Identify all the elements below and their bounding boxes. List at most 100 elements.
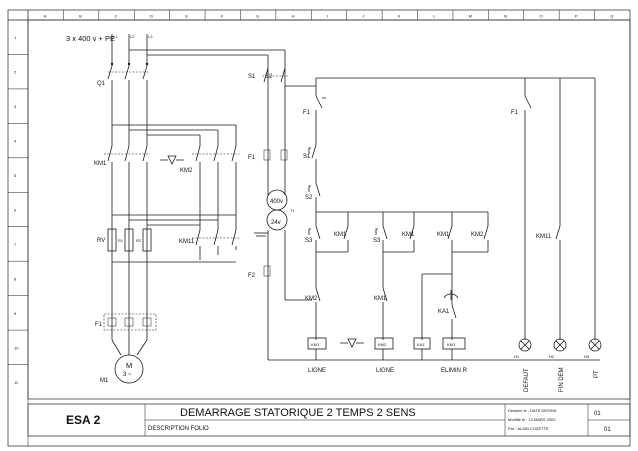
resistor-rv-label: RV [97,238,105,244]
row-labels: 1 2 3 4 5 6 7 8 9 10 11 [8,19,28,385]
transformer-tag: T1 [290,208,295,213]
row-label-1: 1 [14,35,17,40]
column-label-q: Q [610,14,613,19]
column-label-p: P [575,14,578,19]
column-label-g: G [256,14,259,19]
lamp-h1: H1 DEFAUT [514,338,532,392]
description-folio: DESCRIPTION FOLIO [148,426,209,432]
km2-hold-label: KM1 [402,232,415,238]
lamp-h1-label: H1 [514,354,520,359]
row-label-10: 10 [14,345,19,350]
row-label-9: 9 [14,311,17,316]
row-label-6: 6 [14,208,17,213]
resistor-r2-label: R2 [136,238,142,243]
switch-s2-label: S2 [265,74,273,80]
relay-ka1-contact-label: KA1 [438,309,450,315]
coil-km1-label: KM1 [311,342,320,347]
km1-aux-label: KM1 [437,232,450,238]
lamp-h1-function: DEFAUT [524,368,530,392]
control-circuit: F1 S1 S2 S3 KM1 KM2 KM1 LIGNE S3 KM [268,77,600,374]
fuse-f2-label: F2 [248,273,256,279]
fuse-f1-label: F1 [248,155,256,161]
section-ligne-1: LIGNE [308,368,326,374]
phase-label-l3: L3 [148,34,153,39]
button-s3-label: S3 [305,238,313,244]
km1-interlock-label: KM1 [374,296,387,302]
km1-hold-label: KM1 [334,232,347,238]
column-labels: A B C D E F G H I J K L M N O P Q [27,10,613,20]
author: Par : ALAIN COZETTE [508,426,549,431]
lamp-h3-label: H3 [584,354,590,359]
column-label-k: K [398,14,401,19]
km11-power-label: KM11 [179,239,195,245]
column-label-j: J [362,14,364,19]
resistor-r1-label: R1 [118,238,124,243]
row-label-2: 2 [14,70,17,75]
button-s1-label: S1 [303,154,311,160]
modified-date: Modifié le : 13 MARS 2002 [508,417,556,422]
lamp-h2: H2 FIN DEM [549,338,567,392]
resistor-bank: RV R1 R2 [97,228,152,252]
lamp-h3-function: PT [594,370,600,378]
folio-number: 01 [594,411,601,417]
row-label-4: 4 [14,139,17,144]
indicator-lamps: H1 DEFAUT H2 FIN DEM H3 PT [514,338,602,392]
motor-phase: 3 ~ [123,372,132,378]
km11-signal-label: KM11 [536,234,552,240]
transformer-primary-label: 400v [270,199,283,205]
button-s2-label: S2 [305,195,313,201]
row-label-3: 3 [14,104,17,109]
coil-km2-label: KM2 [378,342,387,347]
motor-symbol: M [126,361,132,370]
lamp-h2-function: FIN DEM [559,367,565,392]
section-ligne-2: LIGNE [376,368,394,374]
section-elimin-r: ELIMIN R [441,368,468,374]
drawing-title: DEMARRAGE STATORIQUE 2 TEMPS 2 SENS [180,407,416,419]
km2-aux-label: KM2 [471,232,484,238]
power-circuit: 3 x 400 v + PE L1 L2 L3 Q1 KM1 [66,34,240,384]
button-s3-reverse-label: S3 [373,238,381,244]
motor-m1-label: M1 [100,378,109,384]
km1-power-label: KM1 [94,161,107,167]
breaker-q1: Q1 [97,62,152,87]
column-label-e: E [185,14,188,19]
coil-km11-label: KM1 [447,342,456,347]
folio-total: 01 [604,427,611,433]
designed-date: Dessiné le : DATE DESSIN [508,408,556,413]
right-f1-label: F1 [511,110,519,116]
contactor-km1-power: KM1 [94,145,152,167]
switch-s1-label: S1 [248,74,256,80]
column-label-b: B [79,14,82,19]
column-label-d: D [150,14,153,19]
km2-interlock-label: KM2 [305,296,318,302]
column-label-a: A [44,14,47,19]
phase-label-l1: L1 [113,34,118,39]
row-label-5: 5 [14,173,17,178]
column-label-f: F [221,14,224,19]
km2-power-label: KM2 [180,168,193,174]
phase-label-l2: L2 [130,34,135,39]
lamp-h3: H3 PT [584,338,602,378]
motor-m1: M 3 ~ M1 [100,339,148,384]
transformer-secondary-label: 24v [271,220,281,226]
contactor-km11-power: KM11 [112,214,240,263]
column-label-i: I [327,14,328,19]
thermal-relay-f1-label: F1 [95,322,103,328]
company-name: ESA 2 [66,413,101,427]
row-label-8: 8 [14,276,17,281]
column-label-c: C [115,14,118,19]
row-label-7: 7 [14,242,17,247]
thermal-relay-f1: F1 [95,313,157,331]
row-label-11: 11 [14,380,19,385]
column-label-n: N [504,14,507,19]
column-label-h: H [292,14,295,19]
column-label-m: M [469,14,472,19]
control-supply: S1 S2 F1 400v 24v T1 F2 [129,49,316,360]
title-block: ESA 2 DEMARRAGE STATORIQUE 2 TEMPS 2 SEN… [27,403,631,437]
control-f1-label: F1 [303,110,311,116]
lamp-h2-label: H2 [549,354,555,359]
supply-label: 3 x 400 v + PE [66,34,115,43]
column-label-l: L [433,14,436,19]
column-label-o: O [539,14,542,19]
